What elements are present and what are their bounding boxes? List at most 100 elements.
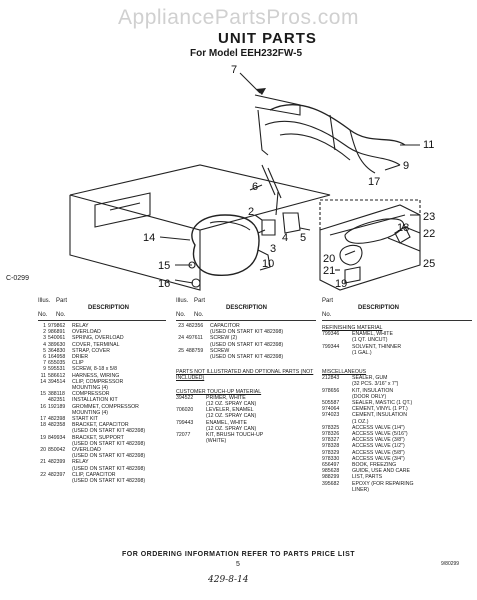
illus-number	[176, 354, 186, 360]
part-number	[322, 350, 352, 356]
illus-number: 5	[43, 347, 46, 354]
part-number: 212843	[322, 375, 340, 382]
no-label: No.	[194, 312, 204, 318]
part-number: 482397	[48, 471, 66, 478]
part-description: (DOOR ORLY)	[352, 393, 387, 400]
part-number: 656497	[322, 462, 340, 469]
no-label: No.	[56, 312, 66, 318]
part-description: (12 OZ. SPRAY CAN)	[206, 413, 257, 420]
part-description: KIT, INSULATION	[352, 387, 394, 394]
part-number: 388118	[48, 391, 65, 398]
no-label: No.	[38, 312, 48, 318]
callout-7: 7	[231, 64, 237, 76]
part-number: 978656	[322, 387, 340, 394]
part-number: 799344	[322, 343, 340, 350]
part-description: (USED ON START KIT 482398)	[210, 341, 284, 348]
part-description: ACCESS VALVE (1/2")	[352, 443, 405, 450]
callout-2: 2	[248, 206, 254, 218]
part-description: BRACKET, SUPPORT	[72, 434, 124, 441]
parts-row: (USED ON START KIT 482398)	[38, 466, 166, 472]
part-description: CLIP, CAPACITOR	[72, 471, 116, 478]
part-description: STRAP, COVER	[72, 347, 110, 354]
part-number	[176, 438, 206, 444]
illus-number: 22	[40, 471, 46, 478]
part-number: 482356	[186, 323, 204, 329]
part-description: BRACKET, CAPACITOR	[72, 422, 129, 429]
part-number: 482351	[48, 397, 66, 404]
part-number: 706020	[176, 407, 194, 414]
part-description: (USED ON START KIT 482398)	[72, 440, 146, 447]
callout-17: 17	[368, 176, 380, 188]
part-description: MOUNTING (4)	[72, 385, 109, 392]
callout-6: 6	[252, 181, 258, 193]
parts-row: (1 OZ.)	[322, 419, 472, 425]
not-illustrated-note: PARTS NOT ILLUSTRATED AND OPTIONAL PARTS…	[176, 369, 314, 382]
part-description: (USED ON START KIT 482398)	[210, 329, 284, 336]
part-number	[48, 478, 72, 484]
part-number: 978330	[322, 455, 340, 462]
touchup-title: CUSTOMER TOUCH-UP MATERIAL	[176, 388, 262, 395]
part-description: LINER)	[352, 486, 370, 493]
illus-number: 1	[43, 323, 46, 329]
exploded-parts-diagram: 7 11 9 17 23 18 22 6 14 2 4 5 3 10 20 21…	[69, 64, 435, 291]
callout-25: 25	[423, 258, 435, 270]
part-number: 164958	[48, 354, 66, 361]
part-description: ENAMEL, WHITE	[352, 331, 393, 338]
part-number: 974023	[322, 412, 340, 419]
parts-row: 212843 SEALER, GUM	[322, 375, 472, 381]
callout-3: 3	[270, 243, 276, 255]
part-label: Part	[56, 298, 68, 304]
part-number: 540061	[48, 335, 66, 342]
part-number: 482399	[48, 459, 66, 466]
part-description: ACCESS VALVE (3/8")	[352, 437, 405, 444]
part-description: COVER, TERMINAL	[72, 341, 120, 348]
part-description: INSTALLATION KIT	[72, 397, 118, 404]
illus-number: 14	[40, 378, 46, 385]
parts-row: MOUNTING (4)	[38, 385, 166, 391]
part-number: 978329	[322, 449, 340, 456]
illus-number: 11	[40, 372, 46, 379]
part-number: 394522	[176, 394, 194, 401]
illus-number: 20	[40, 447, 46, 454]
part-description: KIT, BRUSH TOUCH-UP	[206, 432, 264, 439]
part-number: 978325	[322, 424, 340, 431]
part-description: MOUNTING (4)	[72, 409, 109, 416]
part-description: (12 OZ. SPRAY CAN)	[206, 425, 257, 432]
part-description: (12 OZ. SPRAY CAN)	[206, 401, 257, 408]
no-label: No.	[322, 312, 332, 318]
part-description: CLIP	[72, 360, 84, 367]
part-description: (USED ON START KIT 482398)	[72, 478, 146, 485]
part-number: 799346	[322, 331, 340, 338]
illus-number: 3	[43, 335, 46, 342]
part-description: START KIT	[72, 416, 98, 423]
page-title: UNIT PARTS	[218, 30, 317, 47]
part-number: 985628	[322, 468, 340, 475]
part-description: RELAY	[72, 323, 89, 329]
illus-number: 4	[43, 341, 46, 348]
parts-row: MOUNTING (4)	[38, 410, 166, 416]
part-description: RELAY	[72, 459, 89, 466]
parts-row: 974023 CEMENT, INSULATION	[322, 412, 472, 418]
callout-5: 5	[300, 232, 306, 244]
part-description: CEMENT, INSULATION	[352, 412, 407, 419]
part-number: 497611	[186, 335, 203, 342]
part-number: 974064	[322, 406, 340, 413]
part-description: BOOK, FREEZING	[352, 462, 397, 469]
part-number: 986891	[48, 329, 66, 336]
watermark: AppliancePartsPros.com	[118, 6, 359, 29]
part-number: 364830	[48, 347, 66, 354]
part-description: SEALER, GUM	[352, 375, 388, 382]
